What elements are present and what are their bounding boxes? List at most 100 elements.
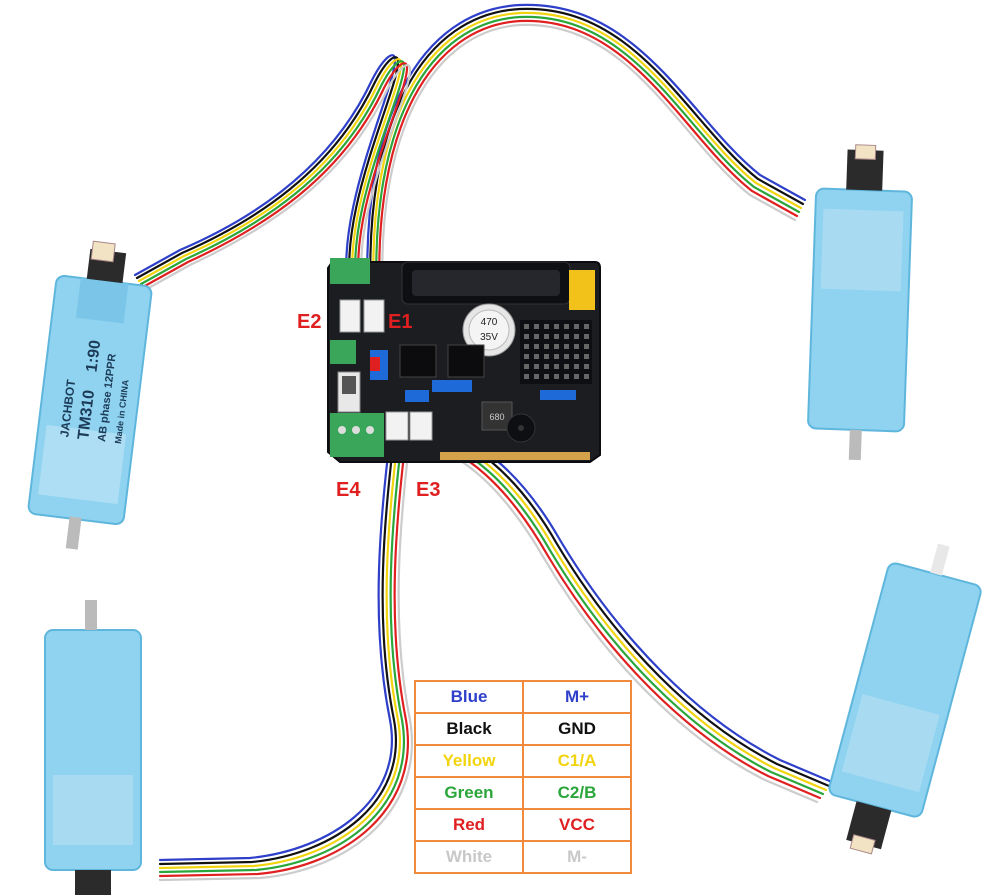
capacitor-voltage: 35V xyxy=(480,332,498,343)
header-pin xyxy=(534,324,539,329)
wire-signal-name: M- xyxy=(522,840,632,874)
connector-e1 xyxy=(363,299,385,333)
bottom-pin-strip xyxy=(440,452,590,460)
motor-shaft xyxy=(65,516,82,550)
header-pin xyxy=(534,364,539,369)
header-pin xyxy=(564,344,569,349)
motor-bottom-left xyxy=(44,600,142,895)
header-pin xyxy=(564,364,569,369)
header-pin xyxy=(544,334,549,339)
terminal-block-top xyxy=(330,258,370,284)
label-e3: E3 xyxy=(416,479,441,501)
wire-color-name: Yellow xyxy=(414,744,524,778)
header-pin xyxy=(584,324,589,329)
header-pin xyxy=(574,324,579,329)
header-pin xyxy=(534,354,539,359)
cable-e2-motor xyxy=(133,54,412,302)
motor-top-right xyxy=(807,144,913,461)
red-button xyxy=(370,357,380,371)
header-pin xyxy=(584,354,589,359)
motor-bottom-right xyxy=(828,543,982,855)
header-pin xyxy=(524,324,529,329)
label-e4: E4 xyxy=(336,479,361,501)
motor-top-left: JACHBOT TM310 1:90 AB phase 12PPR Made i… xyxy=(27,240,153,550)
header-pin xyxy=(574,354,579,359)
wire-color-name: White xyxy=(414,840,524,874)
yellow-header xyxy=(569,270,595,310)
header-pin xyxy=(584,374,589,379)
connector-e2 xyxy=(339,299,361,333)
header-pin xyxy=(524,364,529,369)
motor-end-cap xyxy=(75,870,111,895)
header-pin xyxy=(544,374,549,379)
header-pin xyxy=(524,374,529,379)
header-pin xyxy=(584,364,589,369)
header-pin xyxy=(574,364,579,369)
label-e1: E1 xyxy=(388,311,413,333)
header-pin xyxy=(544,364,549,369)
driver-chip-1 xyxy=(399,344,437,378)
header-pin xyxy=(564,354,569,359)
header-pin xyxy=(534,344,539,349)
header-pin xyxy=(564,334,569,339)
capacitor-value: 470 xyxy=(481,317,498,328)
wire-color-name: Red xyxy=(414,808,524,842)
motor-connector xyxy=(854,144,877,160)
header-pin xyxy=(524,354,529,359)
motor-driver-board: 470 35V 680 xyxy=(327,258,601,463)
header-pin xyxy=(544,354,549,359)
inductor-code: 680 xyxy=(489,412,504,422)
wire-signal-name: C1/A xyxy=(522,744,632,778)
wire-signal-name: C2/B xyxy=(522,776,632,810)
wire-signal-name: VCC xyxy=(522,808,632,842)
motor-shaft xyxy=(85,600,97,630)
header-pin xyxy=(554,354,559,359)
motor-model: TM310 xyxy=(75,389,98,441)
header-pin xyxy=(584,334,589,339)
header-pin xyxy=(524,334,529,339)
pin-header-grid xyxy=(520,320,592,384)
header-pin xyxy=(554,334,559,339)
header-pin xyxy=(524,344,529,349)
cable-e1-motor xyxy=(366,3,807,302)
terminal-block-mid xyxy=(330,340,356,364)
header-pin xyxy=(574,344,579,349)
wire-signal-name: GND xyxy=(522,712,632,746)
capacitor: 470 35V xyxy=(462,303,516,357)
wire-color-name: Green xyxy=(414,776,524,810)
motor-shaft xyxy=(930,543,950,576)
driver-chip-2 xyxy=(447,344,485,378)
encoder-cables xyxy=(133,3,834,882)
wire-signal-name: M+ xyxy=(522,680,632,714)
header-pin xyxy=(544,324,549,329)
header-pin xyxy=(554,374,559,379)
blue-header-mid xyxy=(432,380,472,392)
motor-ratio: 1:90 xyxy=(83,339,104,373)
header-pin xyxy=(584,344,589,349)
header-pin xyxy=(574,334,579,339)
wire-color-name: Blue xyxy=(414,680,524,714)
header-pin xyxy=(554,344,559,349)
motor-connector xyxy=(90,240,116,263)
header-pin xyxy=(564,374,569,379)
header-pin xyxy=(574,374,579,379)
header-pin xyxy=(564,324,569,329)
header-pin xyxy=(554,364,559,369)
connector-e4 xyxy=(385,411,409,441)
terminal-block-bottom xyxy=(330,413,384,457)
header-pin xyxy=(554,324,559,329)
wire-color-name: Black xyxy=(414,712,524,746)
motor-connector xyxy=(849,834,876,855)
connector-e3 xyxy=(409,411,433,441)
header-pin xyxy=(534,334,539,339)
header-pin xyxy=(544,344,549,349)
cable-e4-motor xyxy=(158,418,414,882)
